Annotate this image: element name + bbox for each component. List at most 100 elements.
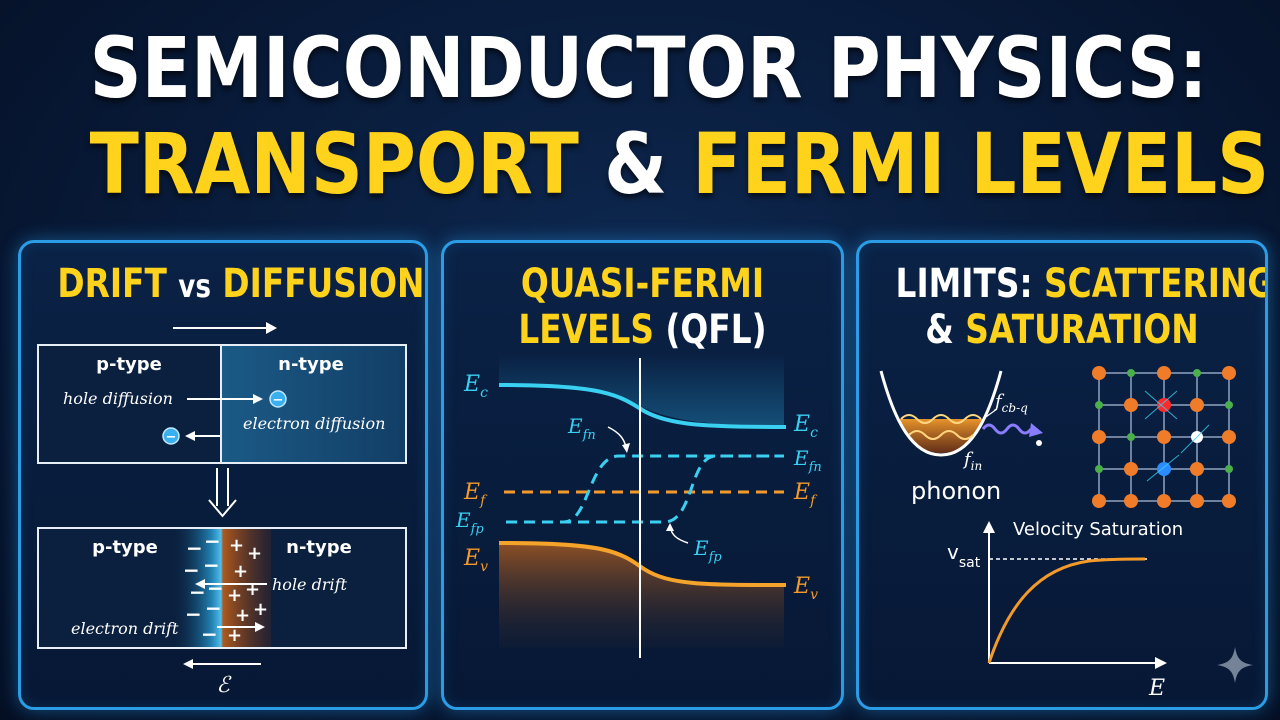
panel-quasi-fermi: QUASI-FERMI LEVELS (QFL) Ec Ec Efn Efn — [441, 240, 844, 710]
electron-drift-arrowhead — [255, 622, 265, 632]
emission-spark — [1036, 440, 1042, 446]
efn-label-left: Efn — [567, 414, 596, 443]
panel3-title-amp: & — [925, 307, 954, 353]
svg-text:+: + — [247, 543, 262, 564]
phonon-label: phonon — [911, 477, 1001, 505]
velocity-saturation-title: Velocity Saturation — [1013, 519, 1183, 540]
ev-label-left: Ev — [463, 546, 488, 575]
electron-icon-top — [269, 390, 287, 408]
panel3-title-scattering: SCATTERING — [1044, 261, 1268, 307]
top-p-label: p-type — [96, 354, 162, 375]
x-axis-label: E — [1148, 676, 1165, 701]
valence-band — [498, 541, 787, 587]
electron-diffusion-label: electron diffusion — [243, 414, 385, 433]
hole-drift-label: hole drift — [272, 575, 348, 594]
panel3-diagram: fcb-q fin phonon — [879, 366, 1253, 701]
panel3-title-saturation: SATURATION — [965, 307, 1199, 353]
y-axis-arrowhead — [983, 521, 995, 533]
panel2-title-levels: LEVELS — [518, 307, 655, 353]
svg-text:−: − — [203, 553, 220, 577]
ec-label-left: Ec — [463, 372, 488, 401]
electron-diffusion-arrowhead — [185, 431, 195, 441]
svg-text:+: + — [229, 535, 244, 556]
x-axis-arrowhead — [1155, 657, 1167, 669]
ec-label-right: Ec — [793, 412, 818, 441]
title-transport: TRANSPORT — [89, 115, 579, 213]
title-ampersand: & — [604, 115, 668, 213]
top-direction-arrowhead — [266, 322, 277, 334]
efn-pointer-head — [622, 443, 630, 453]
panel-limits: LIMITS: SCATTERING & SATURATION fcb-q fi… — [856, 240, 1268, 710]
energy-well — [879, 370, 1003, 457]
emission-arrowhead — [1029, 423, 1043, 437]
svg-text:−: − — [207, 576, 224, 600]
svg-text:+: + — [227, 585, 242, 606]
bottom-n-label: n-type — [286, 537, 352, 558]
vsat-label: vsat — [947, 540, 981, 571]
hole-diffusion-label: hole diffusion — [63, 389, 173, 408]
svg-text:−: − — [204, 529, 221, 553]
f-cbq-label: fcb-q — [993, 391, 1028, 415]
hole-diffusion-arrowhead — [253, 394, 263, 404]
phonon-wave-2 — [908, 430, 974, 440]
panel3-title-line2: & SATURATION — [896, 307, 1229, 353]
conduction-band — [498, 383, 787, 429]
bottom-p-label: p-type — [92, 537, 158, 558]
electron-icon-left — [162, 427, 180, 445]
electron-drift-label: electron drift — [71, 619, 179, 638]
svg-text:+: + — [253, 599, 268, 620]
panel1-title: DRIFT vs DIFFUSION — [57, 261, 424, 309]
top-n-region — [221, 346, 405, 462]
panel3-title-limits: LIMITS: — [895, 261, 1033, 307]
svg-text:+: + — [227, 625, 242, 646]
band-diagram: Ec Ec Efn Efn Ef Ef Efp Efp Ev Ev — [455, 353, 822, 658]
panel1-title-drift: DRIFT — [57, 261, 167, 307]
field-symbol: ℰ — [216, 673, 232, 698]
crystal-lattice — [1092, 366, 1236, 508]
electron-quasi-fermi-level — [506, 454, 784, 524]
svg-text:−: − — [186, 536, 203, 560]
title-fermi-levels: FERMI LEVELS — [692, 115, 1270, 213]
f-in-label: fin — [962, 449, 982, 473]
efp-pointer-head — [666, 523, 674, 531]
phonon-wave-1 — [900, 414, 982, 424]
panel2-title-line2: LEVELS (QFL) — [480, 307, 806, 353]
conduction-glow — [499, 353, 784, 425]
field-arrowhead — [183, 659, 193, 669]
svg-text:−: − — [183, 558, 200, 582]
panel3-title-line1: LIMITS: SCATTERING — [895, 261, 1265, 307]
panel1-title-vs: vs — [178, 267, 211, 305]
sparkle-icon — [1217, 647, 1253, 683]
valence-fill — [499, 541, 784, 648]
hole-quasi-fermi-level — [506, 454, 784, 524]
top-n-label: n-type — [278, 354, 344, 375]
negative-charges: −− −− −− −− − — [183, 529, 224, 646]
panel1-diagram: p-type n-type hole diffusion − electron … — [37, 322, 407, 698]
panel2-title-qfl: (QFL) — [665, 307, 767, 353]
svg-text:−: − — [273, 393, 284, 408]
efn-label-right: Efn — [793, 446, 822, 475]
efp-label-left: Efp — [455, 508, 484, 537]
svg-text:+: + — [235, 605, 250, 626]
efp-label-right: Efp — [693, 536, 722, 565]
ev-label-right: Ev — [793, 574, 818, 603]
velocity-curve — [987, 557, 1146, 664]
main-title-line2: TRANSPORT & FERMI LEVELS — [89, 115, 1270, 213]
svg-text:+: + — [233, 561, 248, 582]
svg-text:−: − — [166, 430, 177, 445]
panel1-title-diffusion: DIFFUSION — [222, 261, 425, 307]
svg-text:+: + — [245, 579, 260, 600]
main-title-line1: SEMICONDUCTOR PHYSICS: — [89, 19, 1208, 117]
svg-text:−: − — [201, 622, 218, 646]
emission-wave — [981, 423, 1033, 435]
panel-drift-diffusion: DRIFT vs DIFFUSION p-type n-type hole — [18, 240, 428, 710]
ef-label-left: Ef — [463, 480, 488, 509]
panel2-title-line1: QUASI-FERMI — [520, 261, 765, 307]
svg-text:−: − — [185, 602, 202, 626]
transition-arrowhead — [208, 499, 237, 518]
efn-pointer — [607, 426, 627, 448]
svg-text:−: − — [205, 596, 222, 620]
f-cbq-pointer — [982, 408, 998, 420]
ef-label-right: Ef — [793, 480, 818, 509]
hole-drift-arrowhead — [195, 579, 205, 589]
